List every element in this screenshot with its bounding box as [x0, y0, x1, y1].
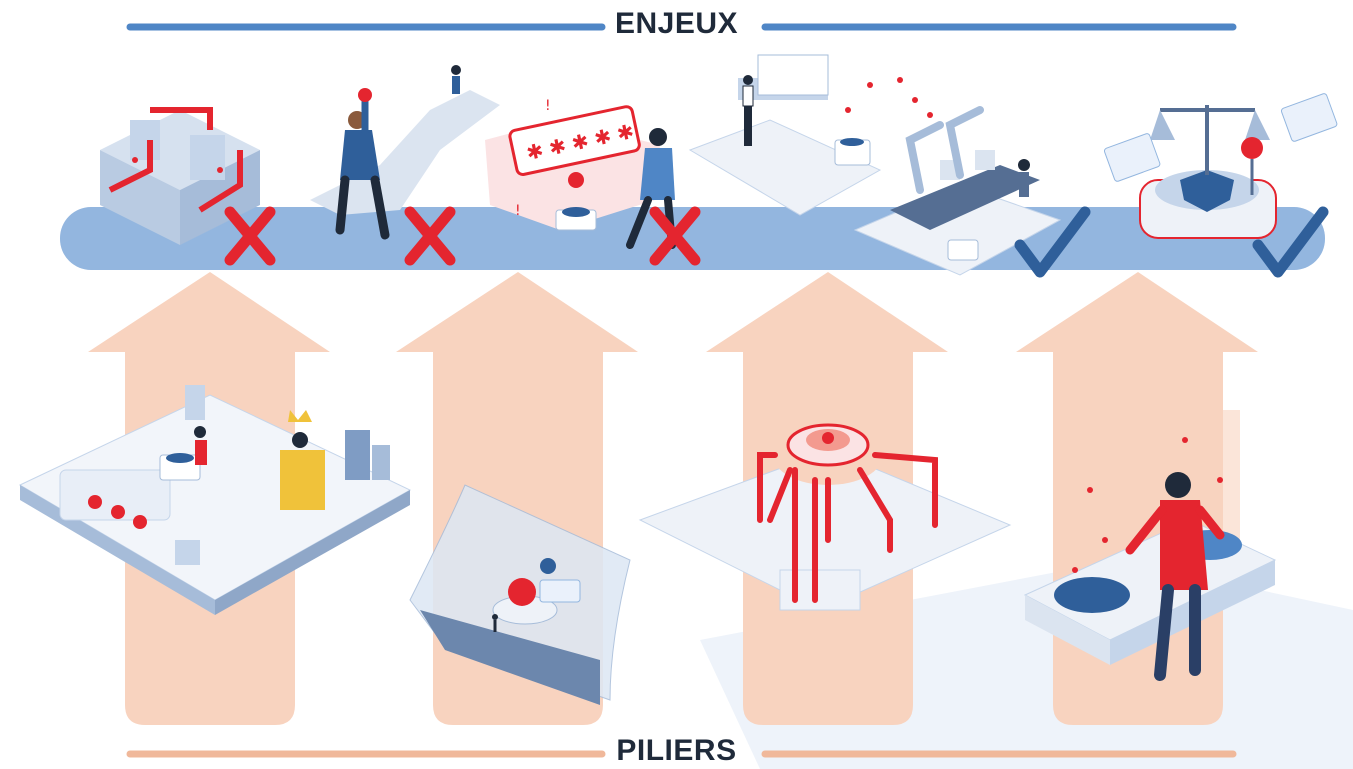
- check-mark-1: [1014, 206, 1091, 278]
- person-reaching-goal-illustration: [310, 65, 500, 240]
- enjeux-title: ENJEUX: [614, 7, 739, 40]
- fail-mark-2: [404, 206, 456, 266]
- puzzle-workflow-illustration: [688, 54, 903, 216]
- maze-stairs-illustration: [100, 107, 260, 245]
- person-data-pools-illustration: [1023, 410, 1277, 681]
- fail-mark-3: [649, 206, 701, 266]
- puzzle-governance-illustration: [18, 385, 412, 615]
- fail-mark-1: [224, 206, 276, 266]
- robot-assembly-line-illustration: [853, 97, 1062, 276]
- piliers-title: PILIERS: [616, 734, 737, 767]
- svg-text:!: !: [545, 98, 551, 114]
- balance-scale-shield-illustration: [1103, 93, 1338, 239]
- check-mark-2: [1252, 206, 1329, 278]
- glass-shield-lock-illustration: [409, 484, 631, 705]
- svg-text:!: !: [515, 203, 521, 219]
- central-hub-puzzle-illustration: [638, 423, 1012, 611]
- password-warning-illustration: ✱ ✱ ✱ ✱ ✱ ! !: [485, 98, 676, 249]
